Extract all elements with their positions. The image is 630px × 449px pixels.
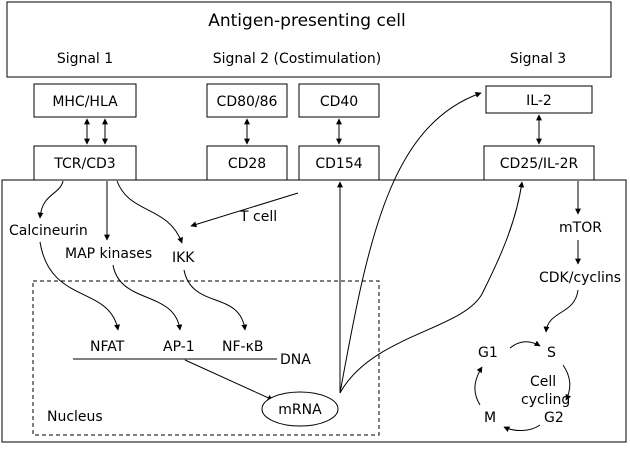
nfat-label: NFAT (90, 339, 125, 355)
s-label: S (547, 345, 556, 361)
cd80-86-box (206, 83, 288, 118)
tcr-to-calcineurin-arrow (37, 180, 64, 219)
g2-to-m-arrow (503, 424, 541, 432)
signal2-label: Signal 2 (Costimulation) (213, 51, 382, 67)
mrna-ellipse (261, 391, 339, 427)
cd154-box (298, 145, 380, 181)
ap1-label: AP-1 (163, 339, 195, 355)
signal3-label: Signal 3 (510, 51, 566, 67)
cd25-il2r-label: CD25/IL-2R (500, 156, 579, 172)
mtor-label: mTOR (559, 220, 602, 236)
cd80-86-label: CD80/86 (217, 94, 278, 110)
mhc-hla-box (33, 83, 137, 118)
cd154-label: CD154 (315, 156, 362, 172)
map-kinases-label: MAP kinases (65, 246, 152, 262)
il2-label: IL-2 (526, 93, 552, 109)
m-to-g1-arrow (474, 366, 483, 406)
tcr-cd3-label: TCR/CD3 (53, 156, 115, 172)
cdk-cyclins-label: CDK/cyclins (539, 270, 621, 286)
tcr-cd3-box (33, 145, 137, 181)
s-to-g2-arrow (562, 364, 572, 401)
tcr-to-ikk-arrow (116, 180, 183, 244)
dna-label: DNA (280, 352, 311, 368)
calcineurin-label: Calcineurin (9, 223, 88, 239)
il2-box (485, 85, 593, 114)
cd40-box (298, 83, 380, 118)
ikk-label: IKK (172, 250, 195, 266)
tcell-label: T cell (239, 209, 277, 225)
g1-label: G1 (478, 345, 498, 361)
calcineurin-to-nfat-arrow (39, 241, 121, 331)
mhc-hla-label: MHC/HLA (52, 94, 118, 110)
mrna-to-cd25-arrow (339, 181, 525, 394)
signal1-label: Signal 1 (57, 51, 113, 67)
apc-box (6, 1, 612, 78)
g2-label: G2 (544, 410, 564, 426)
cell-cycling-line2: cycling (521, 392, 570, 408)
cd28-label: CD28 (228, 156, 266, 172)
nfkb-label: NF-κB (222, 339, 263, 355)
cd40-label: CD40 (320, 94, 358, 110)
mrna-label: mRNA (278, 402, 322, 418)
cd28-to-ikk-arrow (190, 192, 299, 228)
cdk-to-cycle-arrow (543, 289, 579, 333)
m-label: M (484, 410, 496, 426)
cd28-box (206, 145, 288, 181)
ikk-to-nfkb-arrow (183, 269, 248, 331)
cd25-il2r-box (483, 145, 595, 181)
mrna-to-il2-arrow (339, 91, 482, 394)
map-kinases-to-ap1-arrow (112, 264, 183, 331)
g1-to-s-arrow (509, 340, 541, 349)
dna-to-mrna-arrow (184, 359, 274, 401)
nucleus-label: Nucleus (47, 409, 103, 425)
apc-title: Antigen-presenting cell (208, 11, 406, 31)
nucleus-box (32, 280, 380, 436)
cell-cycling-line1: Cell (530, 374, 556, 390)
